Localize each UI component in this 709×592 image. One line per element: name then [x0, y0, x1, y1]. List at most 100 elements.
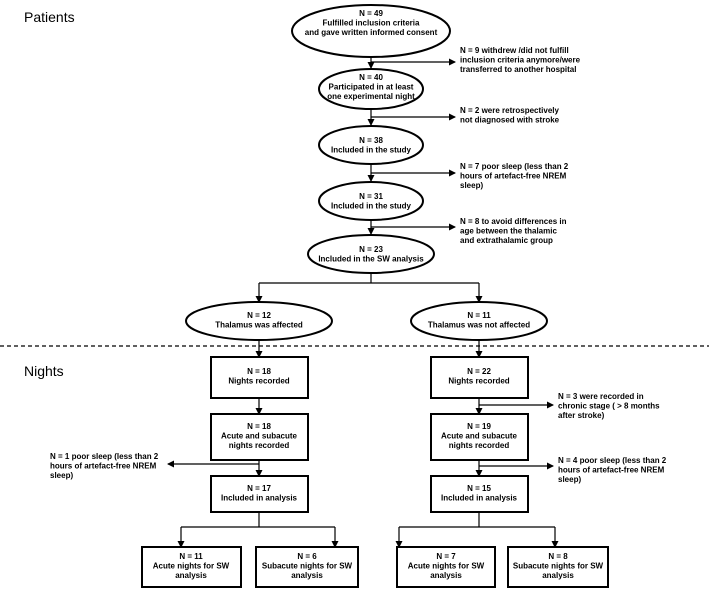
- node-left-subacute-text-line: N = 6: [297, 552, 317, 561]
- node-right-included-text-line: Included in analysis: [441, 494, 518, 503]
- node-n31-text-line: N = 31: [359, 192, 383, 201]
- node-left-acute-text-line: Acute nights for SW: [153, 562, 230, 571]
- node-left-included-text-line: Included in analysis: [221, 494, 298, 503]
- node-n23-text-line: Included in the SW analysis: [318, 255, 424, 264]
- node-left-recorded-text-line: N = 18: [247, 367, 271, 376]
- node-n49-text-line: N = 49: [359, 9, 383, 18]
- node-left-acute-subacute-shape: [210, 413, 309, 461]
- exclusion-note-n9-line: N = 9 withdrew /did not fulfill: [460, 46, 569, 55]
- node-n40-text-line: one experimental night: [327, 92, 415, 101]
- node-right-subacute-text-line: analysis: [542, 571, 574, 580]
- node-n31-text-line: Included in the study: [331, 202, 412, 211]
- exclusion-note-n9-line: transferred to another hospital: [460, 65, 576, 74]
- node-n49-text-line: and gave written informed consent: [305, 28, 438, 37]
- exclusion-note-n8-line: N = 8 to avoid differences in: [460, 217, 567, 226]
- node-n11-text-line: N = 11: [467, 311, 491, 320]
- node-n40-text-line: N = 40: [359, 73, 383, 82]
- node-right-acute-subacute-text-line: Acute and subacute: [441, 432, 518, 441]
- exclusion-note-n2-line: not diagnosed with stroke: [460, 116, 560, 125]
- exclusion-note-n2-line: N = 2 were retrospectively: [460, 106, 559, 115]
- node-right-acute-text-line: N = 7: [436, 552, 456, 561]
- node-n12-text-line: Thalamus was affected: [215, 321, 303, 330]
- node-right-acute-text-line: Acute nights for SW: [408, 562, 485, 571]
- exclusion-note-n8-line: age between the thalamic: [460, 227, 557, 236]
- exclusion-note-left-poor-line: hours of artefact-free NREM: [50, 462, 157, 471]
- exclusion-note-right-poor-line: sleep): [558, 475, 581, 484]
- node-right-acute-text-line: analysis: [430, 571, 462, 580]
- node-left-subacute-text-line: Subacute nights for SW: [262, 562, 353, 571]
- node-right-recorded-shape: [430, 356, 529, 399]
- node-left-acute-shape: [141, 546, 242, 588]
- node-right-recorded-text-line: N = 22: [467, 367, 491, 376]
- node-left-acute-subacute-text-line: Acute and subacute: [221, 432, 298, 441]
- node-n40-text-line: Participated in at least: [329, 83, 414, 92]
- section-label-nights: Nights: [24, 363, 64, 379]
- node-left-subacute-shape: [255, 546, 359, 588]
- exclusion-note-n7-line: hours of artefact-free NREM: [460, 172, 567, 181]
- node-n38-text-line: N = 38: [359, 136, 383, 145]
- exclusion-note-left-poor-line: N = 1 poor sleep (less than 2: [50, 452, 159, 461]
- exclusion-note-right-chronic-line: after stroke): [558, 411, 605, 420]
- node-right-acute-subacute-text-line: nights recorded: [449, 441, 510, 450]
- node-left-recorded-text-line: Nights recorded: [228, 377, 289, 386]
- exclusion-note-right-poor-line: N = 4 poor sleep (less than 2: [558, 456, 667, 465]
- exclusion-note-right-chronic-line: N = 3 were recorded in: [558, 392, 644, 401]
- node-right-subacute-text-line: Subacute nights for SW: [513, 562, 604, 571]
- exclusion-note-n8-line: and extrathalamic group: [460, 236, 553, 245]
- node-n38-text-line: Included in the study: [331, 146, 412, 155]
- node-n23-text-line: N = 23: [359, 245, 383, 254]
- node-left-acute-text-line: analysis: [175, 571, 207, 580]
- node-left-included-text-line: N = 17: [247, 484, 271, 493]
- section-label-patients: Patients: [24, 9, 75, 25]
- node-n49-text-line: Fulfilled inclusion criteria: [323, 19, 420, 28]
- node-n11-text-line: Thalamus was not affected: [428, 321, 530, 330]
- exclusion-note-right-chronic-line: chronic stage ( > 8 months: [558, 402, 660, 411]
- node-right-subacute-shape: [507, 546, 609, 588]
- exclusion-note-n7-line: N = 7 poor sleep (less than 2: [460, 162, 569, 171]
- node-right-acute-subacute-text-line: N = 19: [467, 422, 491, 431]
- node-right-included-text-line: N = 15: [467, 484, 491, 493]
- exclusion-note-right-poor-line: hours of artefact-free NREM: [558, 466, 665, 475]
- node-right-acute-subacute-shape: [430, 413, 529, 461]
